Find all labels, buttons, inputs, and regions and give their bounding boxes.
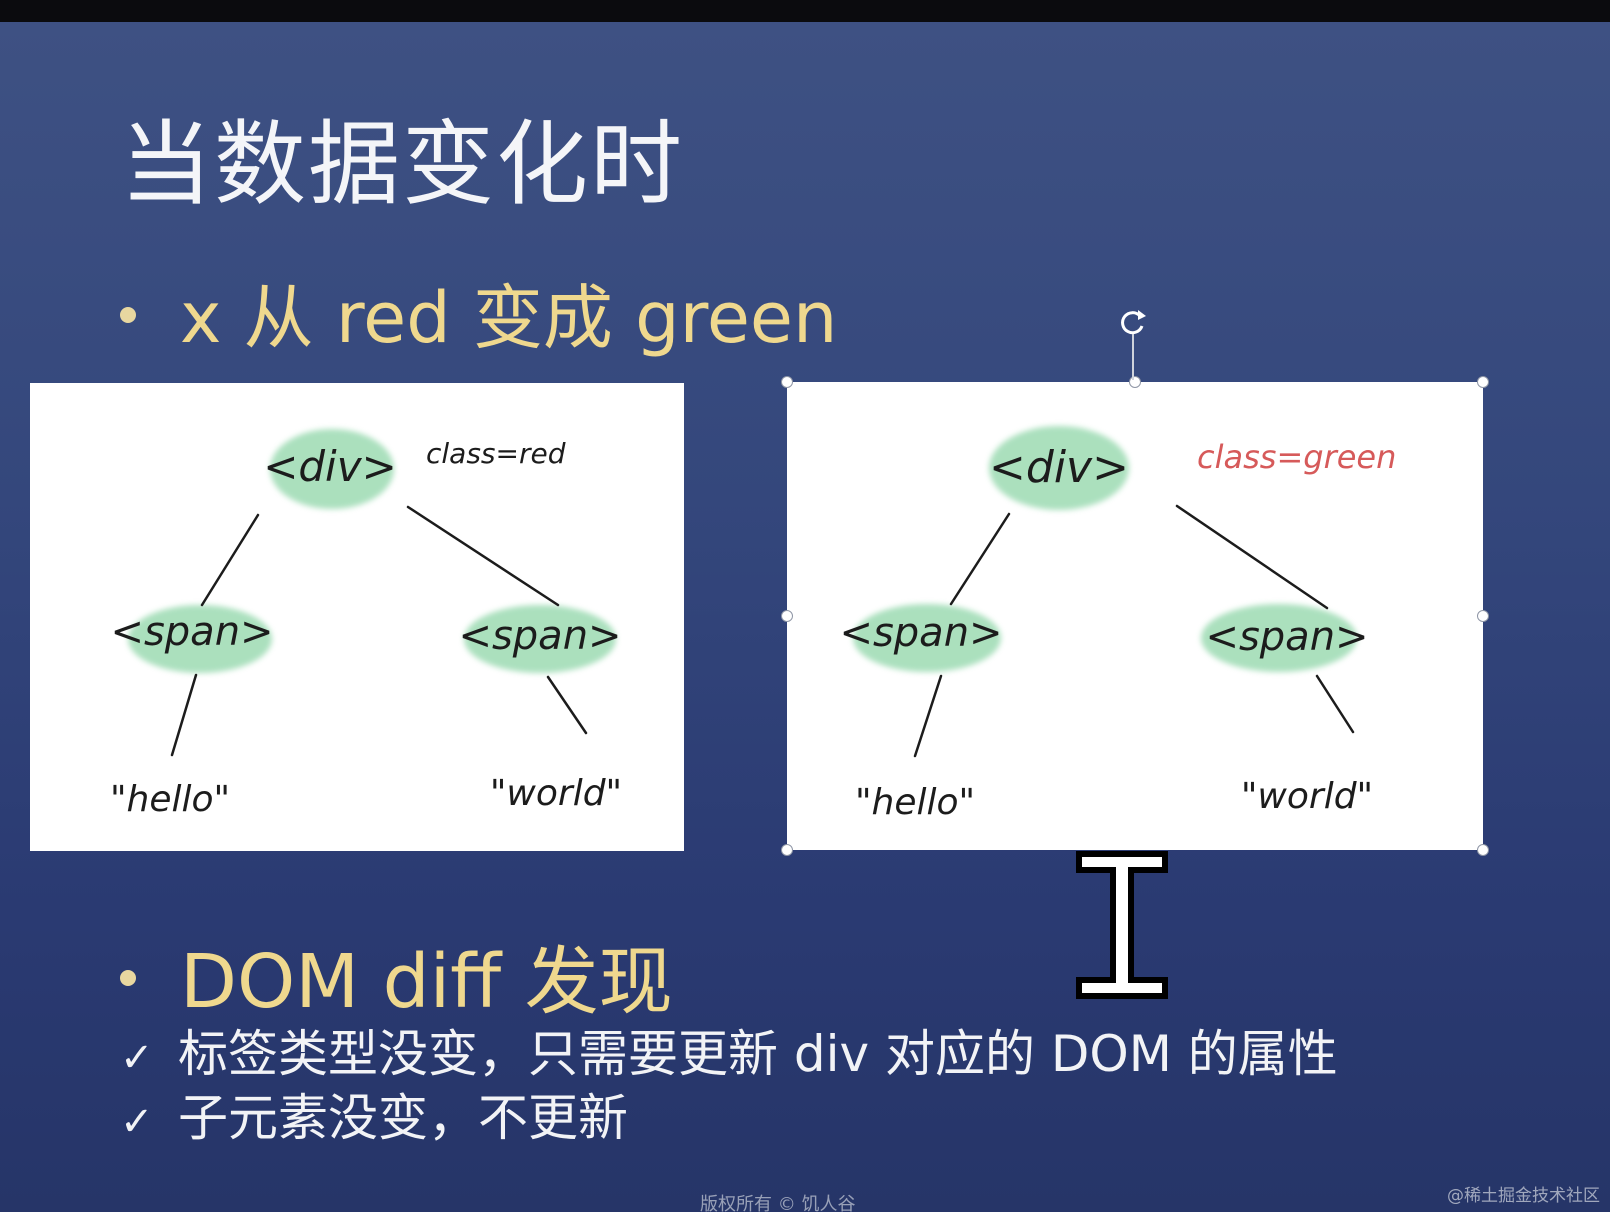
edge-left-leaf <box>913 674 943 758</box>
left-child-blob <box>128 605 272 673</box>
bullet-text-2: DOM diff 发现 <box>180 939 673 1025</box>
rotate-handle-icon[interactable] <box>1118 308 1148 392</box>
check-item-2: ✓ 子元素没变，不更新 <box>120 1078 628 1150</box>
root-node-label: <div> <box>989 442 1129 493</box>
edge-root-left <box>949 512 1011 606</box>
left-child-label: <span> <box>110 609 273 655</box>
slide-title: 当数据变化时 <box>120 111 685 218</box>
bullet-item-1: x 从 red 变成 green <box>120 262 837 363</box>
diagram-before[interactable]: <div> class=red <span> <span> "hello" "w… <box>30 383 684 851</box>
checkmark-icon: ✓ <box>120 1099 154 1145</box>
edge-right-leaf <box>1315 674 1355 734</box>
right-child-blob <box>464 605 616 673</box>
resize-handle-left[interactable] <box>781 610 793 622</box>
left-leaf-label: "hello" <box>855 782 975 823</box>
resize-handle-right[interactable] <box>1477 610 1489 622</box>
bullet-item-2: DOM diff 发现 <box>120 922 673 1029</box>
root-attr-label: class=red <box>426 437 566 470</box>
checkmark-icon: ✓ <box>120 1035 154 1081</box>
slide: 当数据变化时 x 从 red 变成 green <div> class=red … <box>0 22 1610 1212</box>
root-node-blob <box>270 429 394 509</box>
check-item-1: ✓ 标签类型没变，只需要更新 div 对应的 DOM 的属性 <box>120 1014 1338 1086</box>
edge-root-right <box>1175 504 1329 610</box>
resize-handle-top-left[interactable] <box>781 376 793 388</box>
diagram-after[interactable]: <div> class=green <span> <span> "hello" … <box>787 382 1483 850</box>
left-leaf-label: "hello" <box>110 779 230 820</box>
right-leaf-label: "world" <box>490 773 622 814</box>
resize-handle-top-right[interactable] <box>1477 376 1489 388</box>
diagram-before-svg: <div> class=red <span> <span> "hello" "w… <box>110 429 622 820</box>
root-node-label: <div> <box>263 442 397 491</box>
edge-left-leaf <box>170 673 198 757</box>
bullet-text-1: x 从 red 变成 green <box>180 277 838 359</box>
check-text-2: 子元素没变，不更新 <box>178 1089 628 1147</box>
bullet-dot-icon <box>120 306 136 323</box>
edge-root-left <box>200 513 260 607</box>
watermark: @稀土掘金技术社区 <box>1447 1186 1600 1206</box>
resize-handle-bottom-right[interactable] <box>1477 844 1489 856</box>
root-node-blob <box>989 426 1129 510</box>
copyright-footer: 版权所有 © 饥人谷 <box>700 1194 856 1212</box>
edge-right-leaf <box>546 675 588 735</box>
left-child-label: <span> <box>839 610 1002 656</box>
text-cursor-icon <box>1075 850 1169 1004</box>
edge-root-right <box>406 505 560 607</box>
right-child-label: <span> <box>1205 614 1368 660</box>
bullet-dot-icon <box>120 970 136 987</box>
right-child-label: <span> <box>458 613 621 659</box>
right-leaf-label: "world" <box>1241 776 1373 817</box>
check-text-1: 标签类型没变，只需要更新 div 对应的 DOM 的属性 <box>178 1025 1338 1083</box>
resize-handle-bottom-left[interactable] <box>781 844 793 856</box>
left-child-blob <box>853 604 1001 672</box>
diagram-after-svg: <div> class=green <span> <span> "hello" … <box>839 426 1396 823</box>
root-attr-label-changed: class=green <box>1197 438 1396 476</box>
right-child-blob <box>1201 604 1357 672</box>
